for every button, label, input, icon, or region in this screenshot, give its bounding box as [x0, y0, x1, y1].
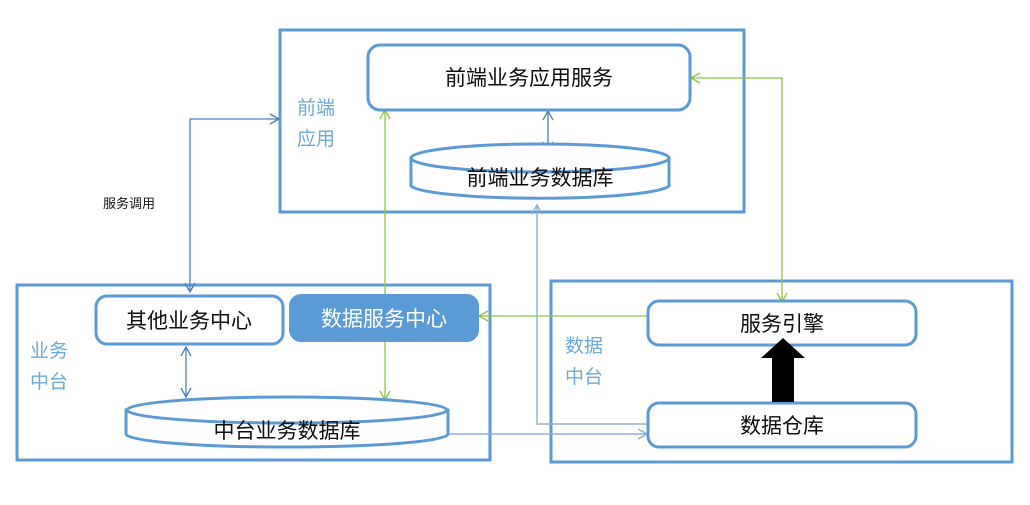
zone-label-datazone-line1: 数据 — [565, 335, 603, 357]
edge-warehouse-fedb — [536, 206, 648, 425]
zone-label-frontend-line1: 前端 — [297, 97, 335, 119]
node-fe-app-label: 前端业务应用服务 — [445, 66, 613, 90]
node-biz-db[interactable]: 中台业务数据库 — [124, 395, 450, 449]
node-warehouse[interactable]: 数据仓库 — [646, 401, 918, 449]
node-fe-db-top[interactable] — [409, 142, 671, 174]
node-data-svc-shape[interactable] — [289, 294, 479, 342]
node-fe-db-label: 前端业务数据库 — [467, 166, 614, 190]
edge-warehouse-fedb-head — [531, 203, 543, 215]
node-other-bc-shape[interactable] — [94, 294, 285, 346]
node-fe-app[interactable]: 前端业务应用服务 — [366, 43, 692, 112]
zone-label-frontend-line2: 应用 — [297, 128, 335, 150]
node-biz-db-label: 中台业务数据库 — [214, 419, 361, 443]
zone-business-container — [15, 283, 492, 462]
edge-service-call — [189, 118, 278, 290]
node-data-svc-label: 数据服务中心 — [321, 307, 447, 331]
node-warehouse-label: 数据仓库 — [740, 414, 824, 438]
node-data-svc[interactable]: 数据服务中心 — [289, 294, 479, 342]
node-biz-db-top[interactable] — [125, 395, 449, 425]
node-svc-eng-label: 服务引擎 — [740, 312, 824, 336]
node-warehouse-shape[interactable] — [646, 401, 918, 449]
edge-warehouse-svceng — [761, 338, 805, 402]
edge-otherbc-bizdb-head-down — [180, 387, 192, 399]
zone-label-business-line2: 中台 — [30, 371, 68, 393]
zone-label-business-line1: 业务 — [30, 340, 68, 362]
edge-otherbc-bizdb-head-up — [180, 345, 192, 357]
edge-label-service-call: 服务调用 — [103, 196, 155, 212]
zone-label-datazone-line2: 中台 — [565, 366, 603, 388]
node-svc-eng[interactable]: 服务引擎 — [646, 299, 918, 347]
node-other-bc[interactable]: 其他业务中心 — [94, 294, 285, 346]
edge-svceng-feapp — [692, 77, 783, 300]
zone-frontend-container — [278, 28, 746, 214]
edge-service-call-head-right — [269, 113, 281, 125]
node-fe-db[interactable]: 前端业务数据库 — [409, 142, 671, 200]
node-fe-app-shape[interactable] — [366, 43, 692, 112]
node-other-bc-label: 其他业务中心 — [126, 309, 252, 333]
edge-service-call-head-down — [184, 282, 196, 294]
